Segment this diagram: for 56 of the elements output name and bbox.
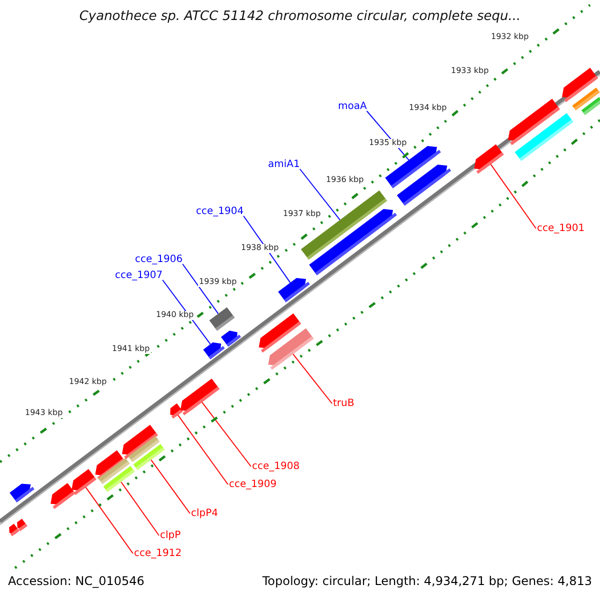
gene-block <box>474 144 504 174</box>
leader-line <box>201 402 252 467</box>
gene-label: cce_1907 <box>115 270 163 281</box>
gene-label: cce_1904 <box>196 206 244 217</box>
gene-bar <box>133 444 165 470</box>
gene-bar <box>103 466 135 492</box>
gene-label: cce_1906 <box>135 254 183 265</box>
gene-block <box>17 518 28 532</box>
gene-block <box>221 330 241 347</box>
scale-label: 1932 kbp <box>490 33 530 42</box>
gene-block <box>9 524 20 536</box>
gene-label: truB <box>333 398 354 409</box>
scale-label: 1936 kbp <box>325 176 365 185</box>
scale-label: 1937 kbp <box>282 210 322 219</box>
leader-line <box>299 168 340 220</box>
gene-block <box>396 164 452 206</box>
gene-block <box>10 484 34 502</box>
chart-title: Cyanothece sp. ATCC 51142 chromosome circular, complete sequ... <box>78 9 522 24</box>
gene-block <box>278 278 310 302</box>
leader-line <box>162 280 211 345</box>
gene-label: moaA <box>338 101 367 112</box>
gene-block <box>50 483 76 509</box>
scale-label: 1939 kbp <box>198 278 238 287</box>
gene-label: cce_1908 <box>252 461 300 472</box>
scale-label: 1942 kbp <box>68 378 108 387</box>
gene-block <box>203 342 225 360</box>
gene-block <box>268 328 314 370</box>
scale-label: 1941 kbp <box>111 345 151 354</box>
scale-label: 1934 kbp <box>408 104 448 113</box>
gene-label: cce_1912 <box>134 548 182 559</box>
leader-line <box>150 459 190 514</box>
leader-line <box>243 216 291 284</box>
summary-text: Topology: circular; Length: 4,934,271 bp; Genes: 4,813 <box>262 575 592 588</box>
scale-label: 1940 kbp <box>155 311 195 320</box>
gene-bar <box>581 97 600 115</box>
gene-label: amiA1 <box>268 159 300 170</box>
scale-label: 1933 kbp <box>450 67 490 76</box>
gene-bar <box>514 113 574 161</box>
leader-line <box>120 481 160 536</box>
gene-bar <box>209 307 235 331</box>
gene-block <box>72 469 96 495</box>
gene-label: cce_1901 <box>537 223 585 234</box>
leader-line <box>490 164 536 229</box>
leader-line <box>85 486 134 554</box>
gene-block <box>170 403 183 419</box>
scale-label: 1935 kbp <box>368 139 408 148</box>
gene-label: clpP <box>160 530 181 541</box>
gene-label: cce_1909 <box>229 479 277 490</box>
leader-line <box>292 354 332 404</box>
accession-text: Accession: NC_010546 <box>8 575 144 588</box>
gene-label: clpP4 <box>191 508 218 519</box>
leader-line <box>182 264 219 314</box>
scale-label: 1943 kbp <box>24 409 64 418</box>
leader-line <box>177 414 228 485</box>
scale-label: 1938 kbp <box>240 244 280 253</box>
gene-block <box>180 378 220 416</box>
